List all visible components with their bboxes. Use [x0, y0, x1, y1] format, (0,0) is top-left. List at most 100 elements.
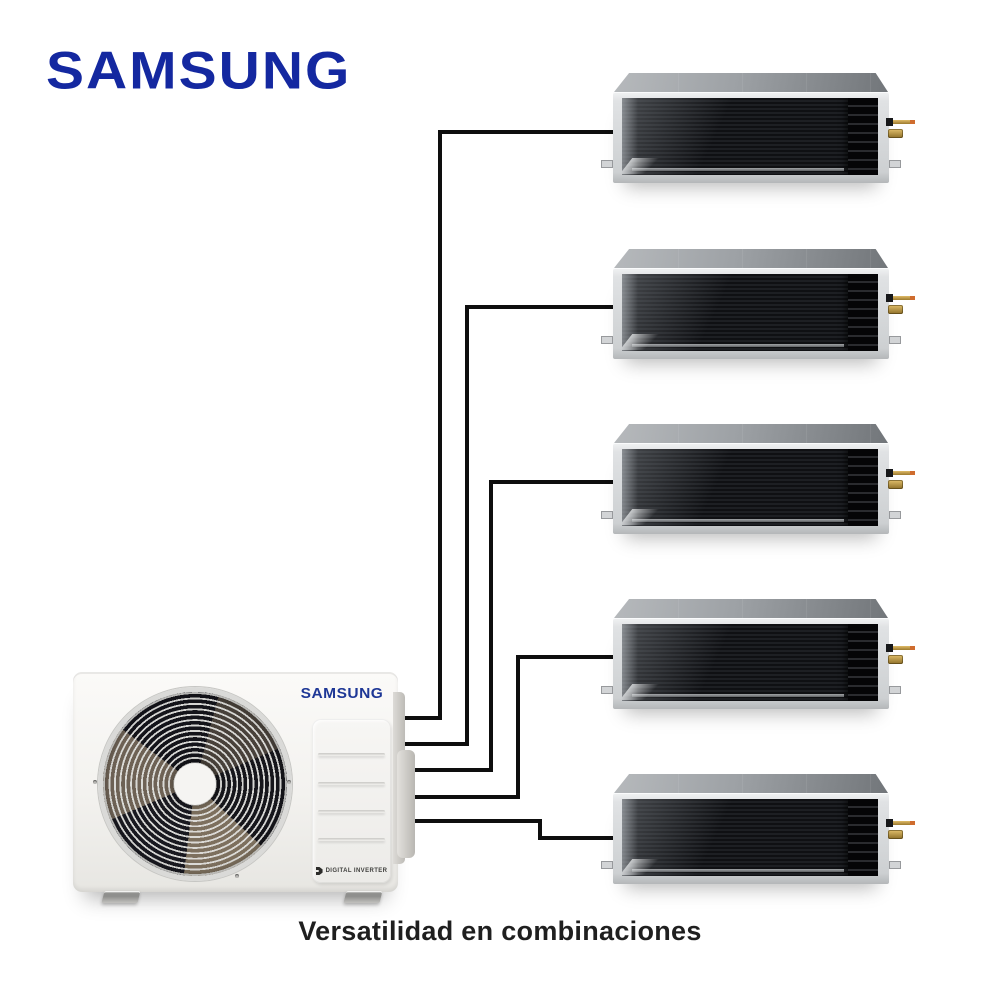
- indoor-unit-top-panel: [614, 249, 888, 268]
- indoor-unit-body: [601, 618, 915, 709]
- mounting-bracket: [601, 160, 613, 168]
- indoor-unit-body: [601, 92, 915, 183]
- pipe-nut: [888, 305, 903, 314]
- pipe-connections: [886, 293, 918, 315]
- mounting-bracket: [889, 336, 901, 344]
- digital-inverter-label: DIGITAL INVERTER: [325, 868, 388, 874]
- pipe-connections: [886, 818, 918, 840]
- mounting-bracket: [601, 336, 613, 344]
- indoor-unit-4: [601, 599, 915, 709]
- mounting-bracket: [889, 511, 901, 519]
- indoor-unit-1: [601, 73, 915, 183]
- indoor-unit-inlet-shade: [622, 799, 638, 876]
- indoor-unit-inlet-shade: [622, 98, 638, 175]
- pipe-tip: [910, 471, 915, 475]
- indoor-unit-body: [601, 793, 915, 884]
- screw: [287, 780, 291, 784]
- indoor-unit-drain-rail: [632, 694, 844, 697]
- screw: [235, 874, 239, 878]
- indoor-unit-glint: [622, 334, 669, 350]
- refrigerant-line-2: [398, 305, 620, 746]
- refrigerant-line-3: [398, 480, 620, 772]
- indoor-unit-drain-rail: [632, 344, 844, 347]
- indoor-unit-coil-fins: [848, 274, 878, 351]
- fan-grille-icon: [98, 687, 292, 881]
- pipe-valve-dark: [886, 644, 893, 652]
- pipe-tip: [910, 646, 915, 650]
- screw: [93, 780, 97, 784]
- mounting-bracket: [889, 686, 901, 694]
- louver-slat: [318, 810, 385, 813]
- mounting-bracket: [601, 861, 613, 869]
- indoor-unit-inlet-shade: [622, 624, 638, 701]
- indoor-unit-coil-fins: [848, 449, 878, 526]
- indoor-unit-glint: [622, 158, 669, 174]
- pipe-nut: [888, 129, 903, 138]
- fan-hub: [174, 763, 216, 805]
- indoor-unit-coil-fins: [848, 799, 878, 876]
- pipe-brass: [893, 120, 910, 124]
- pipe-nut: [888, 480, 903, 489]
- refrigerant-line-5: [398, 819, 620, 840]
- indoor-unit-drain-rail: [632, 168, 844, 171]
- indoor-unit-top-panel: [614, 774, 888, 793]
- pipe-valve-dark: [886, 294, 893, 302]
- indoor-unit-body: [601, 443, 915, 534]
- indoor-unit-drain-rail: [632, 519, 844, 522]
- indoor-unit-glint: [622, 859, 669, 875]
- indoor-unit-inlet-shade: [622, 449, 638, 526]
- indoor-unit-5: [601, 774, 915, 884]
- indoor-unit-3: [601, 424, 915, 534]
- indoor-unit-front-panel: [622, 624, 878, 701]
- outdoor-samsung-logo: SAMSUNG: [300, 685, 384, 702]
- mounting-bracket: [601, 686, 613, 694]
- pipe-brass: [893, 821, 910, 825]
- pipe-brass: [893, 471, 910, 475]
- digital-inverter-badge: DIGITAL INVERTER: [312, 867, 391, 875]
- pipe-tip: [910, 120, 915, 124]
- mounting-bracket: [601, 511, 613, 519]
- indoor-unit-front-panel: [622, 274, 878, 351]
- indoor-unit-front-panel: [622, 449, 878, 526]
- louver-slat: [318, 782, 385, 785]
- pipe-nut: [888, 655, 903, 664]
- indoor-unit-2: [601, 249, 915, 359]
- indoor-unit-glint: [622, 509, 669, 525]
- caption-text: Versatilidad en combinaciones: [298, 916, 702, 946]
- indoor-unit-top-panel: [614, 599, 888, 618]
- pipe-valve-dark: [886, 118, 893, 126]
- digital-inverter-icon: [315, 867, 323, 875]
- outdoor-foot: [101, 891, 141, 903]
- indoor-unit-front-panel: [622, 799, 878, 876]
- outdoor-side-panel-bulge: [397, 750, 415, 858]
- pipe-connections: [886, 468, 918, 490]
- pipe-nut: [888, 830, 903, 839]
- outdoor-louver-panel: DIGITAL INVERTER: [312, 719, 391, 883]
- indoor-unit-glint: [622, 684, 669, 700]
- indoor-unit-coil-fins: [848, 624, 878, 701]
- indoor-unit-top-panel: [614, 73, 888, 92]
- pipe-valve-dark: [886, 819, 893, 827]
- indoor-unit-inlet-shade: [622, 274, 638, 351]
- indoor-unit-front-panel: [622, 98, 878, 175]
- outdoor-unit: SAMSUNG DIGITAL INVERTER: [73, 672, 415, 903]
- indoor-unit-coil-fins: [848, 98, 878, 175]
- pipe-valve-dark: [886, 469, 893, 477]
- indoor-unit-top-panel: [614, 424, 888, 443]
- pipe-connections: [886, 117, 918, 139]
- samsung-logo: SAMSUNG: [46, 41, 352, 101]
- pipe-brass: [893, 646, 910, 650]
- mounting-bracket: [889, 861, 901, 869]
- pipe-connections: [886, 643, 918, 665]
- refrigerant-line-4: [398, 655, 620, 799]
- pipe-tip: [910, 296, 915, 300]
- louver-slat: [318, 838, 385, 841]
- refrigerant-line-1: [398, 130, 620, 720]
- indoor-unit-drain-rail: [632, 869, 844, 872]
- indoor-unit-body: [601, 268, 915, 359]
- pipe-brass: [893, 296, 910, 300]
- pipe-tip: [910, 821, 915, 825]
- louver-slat: [318, 753, 385, 756]
- outdoor-foot: [343, 891, 383, 903]
